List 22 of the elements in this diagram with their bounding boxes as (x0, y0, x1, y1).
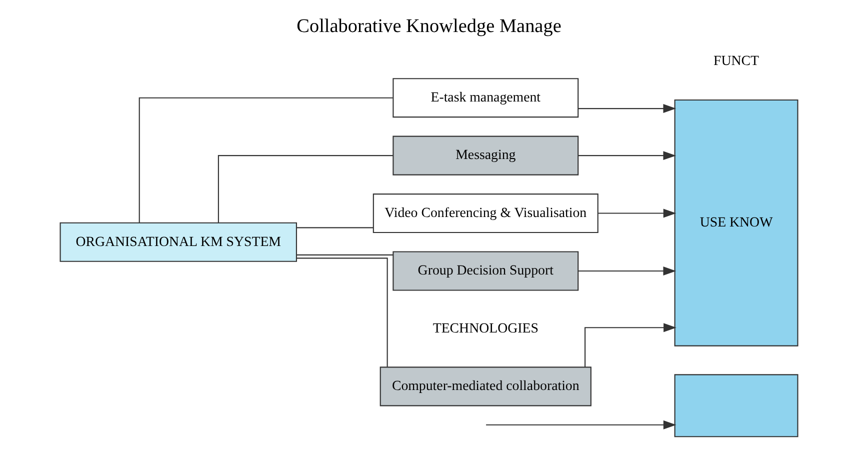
arrow (598, 208, 676, 218)
node-box (674, 374, 798, 438)
connector (218, 155, 393, 222)
arrow (578, 104, 676, 114)
arrow (584, 323, 676, 368)
node-box: Group Decision Support (392, 251, 579, 291)
arrow (578, 151, 676, 160)
label: FUNCT (714, 54, 760, 70)
node-box: Computer-mediated collaboration (380, 366, 592, 406)
arrow (578, 266, 676, 276)
diagram-title: Collaborative Knowledge Manage (296, 16, 562, 38)
node-box: USE KNOW (674, 99, 798, 346)
node-box: Video Conferencing & Visualisation (372, 194, 598, 234)
connector (138, 97, 393, 223)
label: TECHNOLOGIES (432, 321, 538, 336)
connector (296, 258, 388, 367)
connector (296, 254, 394, 256)
node-box: Messaging (392, 136, 579, 176)
arrow (486, 420, 676, 430)
connector (296, 227, 374, 228)
node-box: ORGANISATIONAL KM SYSTEM (60, 222, 298, 262)
node-box: E-task management (392, 78, 579, 118)
